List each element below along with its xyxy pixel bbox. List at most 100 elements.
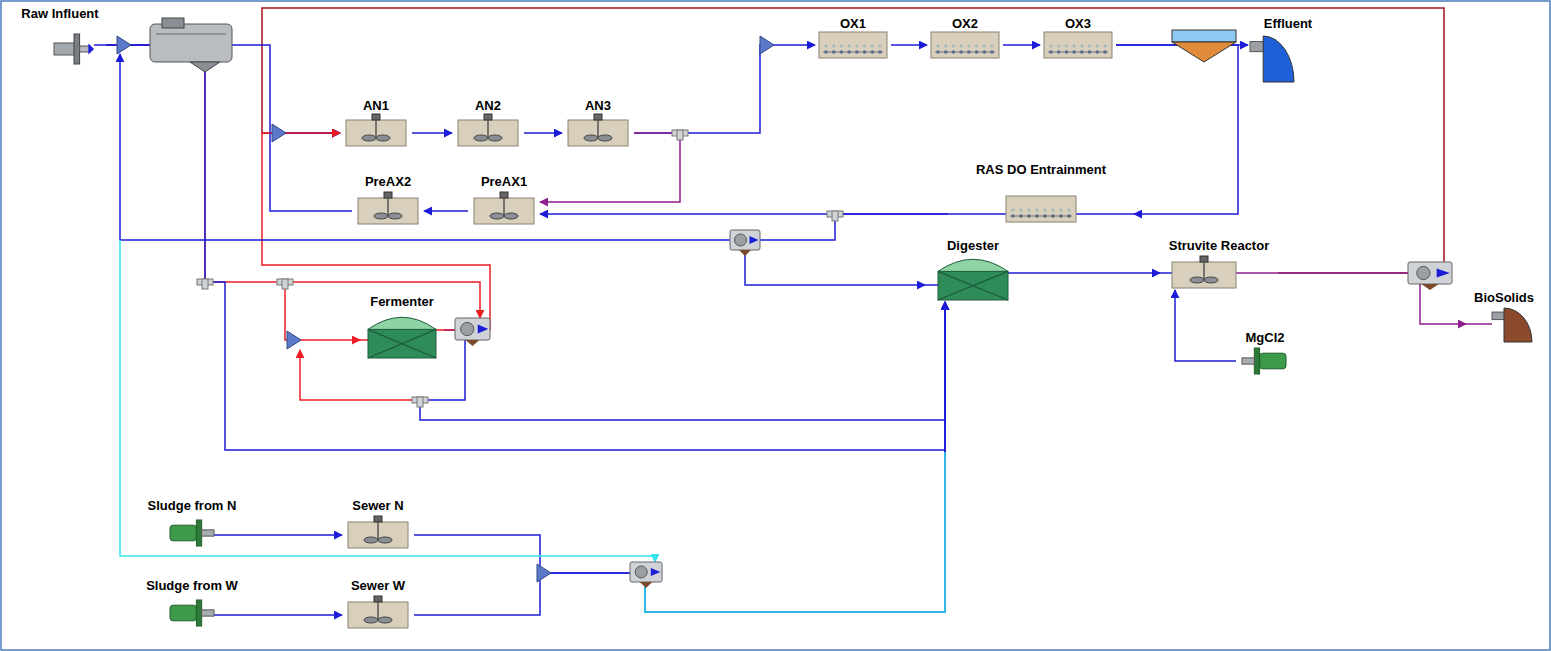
process-wire bbox=[645, 452, 945, 612]
diffuser bbox=[855, 50, 859, 54]
mixer-motor bbox=[384, 192, 392, 198]
process-wire bbox=[285, 282, 480, 318]
diffuser bbox=[952, 50, 956, 54]
unit-label: Raw Influent bbox=[21, 6, 98, 22]
bubble bbox=[1028, 209, 1030, 211]
mixer-blade bbox=[598, 135, 612, 141]
flow-line bbox=[412, 132, 452, 134]
diffuser bbox=[1103, 50, 1107, 54]
unit-drawing bbox=[348, 596, 408, 628]
mixer-shaft bbox=[377, 602, 379, 620]
unit-drawing bbox=[170, 600, 214, 626]
flow-line bbox=[1021, 272, 1160, 274]
pump-mirror bbox=[1242, 348, 1286, 374]
flow-line bbox=[420, 302, 945, 420]
unit-drawing bbox=[1250, 36, 1294, 82]
process-unit: AN1 bbox=[340, 96, 412, 148]
process-unit: Fermenter bbox=[360, 292, 444, 360]
mixer-motor bbox=[500, 192, 508, 198]
outlet-discharge bbox=[1504, 308, 1532, 342]
mixer-motor bbox=[372, 114, 380, 120]
mixer-blade bbox=[488, 135, 502, 141]
diffuser bbox=[824, 50, 828, 54]
bubble bbox=[1036, 209, 1038, 211]
bubble bbox=[968, 45, 970, 47]
flow-line bbox=[634, 45, 815, 133]
pipe-stub bbox=[94, 44, 106, 46]
tee-fitting bbox=[417, 397, 423, 407]
diffuser bbox=[990, 50, 994, 54]
tank-body bbox=[346, 120, 406, 146]
thickener-drum bbox=[1417, 266, 1430, 279]
mixer-motor bbox=[374, 516, 382, 522]
tank-body bbox=[819, 32, 887, 58]
mixer-blade bbox=[474, 135, 488, 141]
bubble bbox=[825, 45, 827, 47]
thickener-drum bbox=[461, 322, 474, 335]
unit-label: RAS DO Entrainment bbox=[976, 162, 1106, 178]
unit-label: BioSolids bbox=[1474, 290, 1534, 306]
diffuser bbox=[1065, 50, 1069, 54]
process-wire bbox=[120, 54, 730, 240]
unit-label: Digester bbox=[947, 238, 999, 254]
pipe-stub bbox=[1236, 272, 1278, 274]
unit-label: Effluent bbox=[1264, 16, 1312, 32]
diffuser bbox=[975, 50, 979, 54]
clarifier-weir bbox=[156, 34, 226, 35]
bubble bbox=[1073, 45, 1075, 47]
process-unit: Struvite Reactor bbox=[1160, 236, 1278, 290]
tee-fitting bbox=[282, 279, 288, 289]
pump-flange bbox=[196, 600, 201, 626]
bubble bbox=[1096, 45, 1098, 47]
mixer-shaft bbox=[387, 198, 389, 216]
unit-label: Sewer W bbox=[351, 578, 405, 594]
thickener-drum bbox=[635, 566, 647, 578]
unit-drawing bbox=[346, 114, 406, 146]
unit-label: PreAX1 bbox=[481, 174, 527, 190]
diffuser bbox=[847, 50, 851, 54]
mixer-blade bbox=[362, 135, 376, 141]
mixer-blade bbox=[364, 617, 378, 623]
flow-line bbox=[524, 132, 562, 134]
diffuser bbox=[840, 50, 844, 54]
bubble bbox=[976, 45, 978, 47]
thickener-arrow bbox=[478, 325, 489, 334]
pump-body bbox=[170, 605, 196, 621]
thickener-drum bbox=[735, 234, 747, 246]
diffuser bbox=[1027, 214, 1031, 218]
bubble bbox=[1060, 209, 1062, 211]
bubble bbox=[960, 45, 962, 47]
diffuser bbox=[944, 50, 948, 54]
process-unit: Raw Influent bbox=[14, 4, 106, 64]
pipe-stub bbox=[214, 534, 244, 536]
bubble bbox=[871, 45, 873, 47]
tank-body bbox=[358, 198, 418, 224]
unit-drawing bbox=[931, 32, 999, 58]
mixer-splitter bbox=[117, 36, 131, 54]
tank-body bbox=[458, 120, 518, 146]
flow-line bbox=[270, 133, 352, 211]
pipe-stub bbox=[948, 213, 1006, 215]
pump-body bbox=[170, 525, 196, 541]
unit-label: Fermenter bbox=[370, 294, 434, 310]
diffuser bbox=[878, 50, 882, 54]
mixer-blade bbox=[490, 213, 504, 219]
flow-line bbox=[745, 214, 948, 285]
mixer-blade bbox=[388, 213, 402, 219]
unit-drawing bbox=[474, 192, 534, 224]
process-unit: BioSolids bbox=[1466, 288, 1542, 344]
unit-drawing bbox=[54, 34, 94, 64]
clarifier-drive bbox=[162, 18, 184, 28]
process-unit: Effluent bbox=[1248, 14, 1328, 86]
pump-flange bbox=[196, 520, 201, 546]
thickener-cake bbox=[1421, 284, 1439, 290]
unit-label: AN3 bbox=[585, 98, 611, 114]
bubble bbox=[1012, 209, 1014, 211]
thickener-cake bbox=[466, 340, 480, 346]
process-unit: OX1 bbox=[815, 14, 891, 60]
unit-drawing bbox=[819, 32, 887, 58]
bubble bbox=[952, 45, 954, 47]
pipe-flange bbox=[74, 34, 80, 64]
